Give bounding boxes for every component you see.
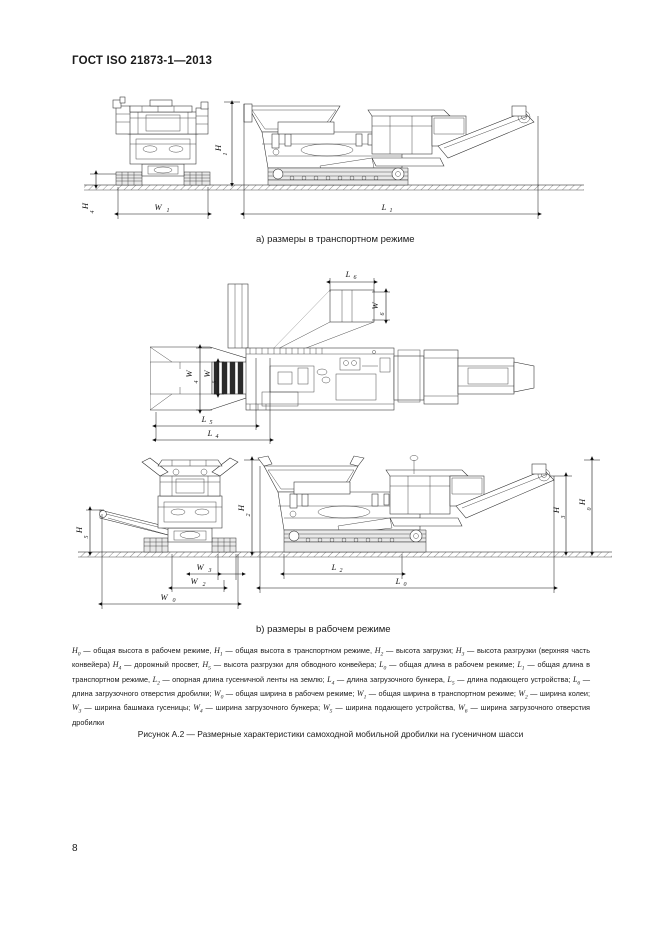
svg-text:W: W [202,370,212,378]
machine-front-view-working [99,457,239,553]
svg-text:4: 4 [193,381,200,384]
svg-text:3: 3 [208,568,212,574]
crusher-inlet-plan [267,289,375,359]
svg-text:5: 5 [212,381,218,384]
svg-text:L: L [201,414,207,424]
svg-text:1: 1 [223,153,229,156]
svg-text:6: 6 [354,275,357,281]
machine-body-plan [245,347,395,411]
dimension-W4: W 4 [184,344,212,414]
svg-text:H: H [577,498,587,506]
dimension-L4: L 4 [152,358,274,444]
ground-line-working [78,551,612,558]
dimension-W0: W 0 [98,514,242,609]
svg-text:1: 1 [390,208,393,214]
diagram-working-mode-elevation: H 5 H 2 W 3 W [72,452,617,617]
dimension-L1: L 1 [240,104,542,219]
dimension-H5: H 5 [74,506,104,556]
svg-text:0: 0 [173,598,176,604]
dimension-H1: H 1 [213,100,240,187]
svg-text:H: H [236,504,246,512]
dimension-W1: W 1 [114,187,212,219]
sub-caption-b: b) размеры в рабочем режиме [256,624,391,635]
svg-text:3: 3 [561,516,567,520]
svg-text:H: H [551,506,561,514]
svg-text:W: W [154,202,162,212]
svg-text:L: L [395,576,401,586]
diagram-working-mode-plan: L 6 W 6 [150,262,610,447]
dimension-L2: L 2 [280,554,406,579]
svg-text:2: 2 [340,568,343,574]
svg-text:H: H [213,144,223,152]
svg-text:4: 4 [89,211,96,214]
svg-text:W: W [190,576,198,586]
svg-text:1: 1 [167,208,170,214]
svg-text:L: L [207,428,213,438]
dimension-W3: W 3 [186,554,246,580]
svg-text:W: W [184,370,194,378]
svg-text:W: W [160,592,168,602]
svg-text:6: 6 [380,313,386,316]
svg-text:0: 0 [587,508,593,511]
svg-text:5: 5 [210,420,213,426]
svg-text:W: W [196,562,204,572]
dimension-L5: L 5 [152,358,260,440]
standard-header: ГОСТ ISO 21873-1—2013 [72,55,213,67]
figure-caption: Рисунок А.2 — Размерные характеристики с… [137,729,524,739]
svg-text:H: H [74,526,84,534]
dimension-H2: H 2 [236,456,260,556]
svg-text:2: 2 [203,582,206,588]
dimension-H0: H 0 [577,456,600,556]
dimension-H3: H 3 [550,472,572,556]
page-number: 8 [72,843,78,854]
figure-legend: H0 — общая высота в рабочем режиме, H1 —… [72,646,591,727]
svg-text:4: 4 [216,433,219,440]
machine-front-view-transport [112,96,211,186]
sub-caption-a: a) размеры в транспортном режиме [256,234,415,245]
dimension-L6: L 6 [326,269,378,292]
exhaust-stack-plan [227,283,249,349]
machine-side-view-transport [243,103,535,186]
diagram-transport-mode: H 1 W 1 H 4 [72,86,592,231]
svg-text:L: L [381,202,387,212]
ground-line-transport [84,184,584,191]
dimension-W6: W 6 [370,288,390,324]
svg-text:2: 2 [246,514,252,517]
svg-text:W: W [370,302,380,310]
dimension-H4: H 4 [80,170,116,214]
dimension-W5: W 5 [202,358,224,398]
svg-text:0: 0 [404,582,407,588]
dimension-L0: L 0 [256,466,558,593]
dimension-W2: W 2 [168,554,228,592]
machine-side-view-working [257,455,555,553]
svg-text:L: L [345,269,351,279]
svg-text:L: L [331,562,337,572]
svg-text:5: 5 [84,536,90,539]
svg-text:H: H [80,202,90,210]
discharge-conveyor-plan [393,349,535,405]
